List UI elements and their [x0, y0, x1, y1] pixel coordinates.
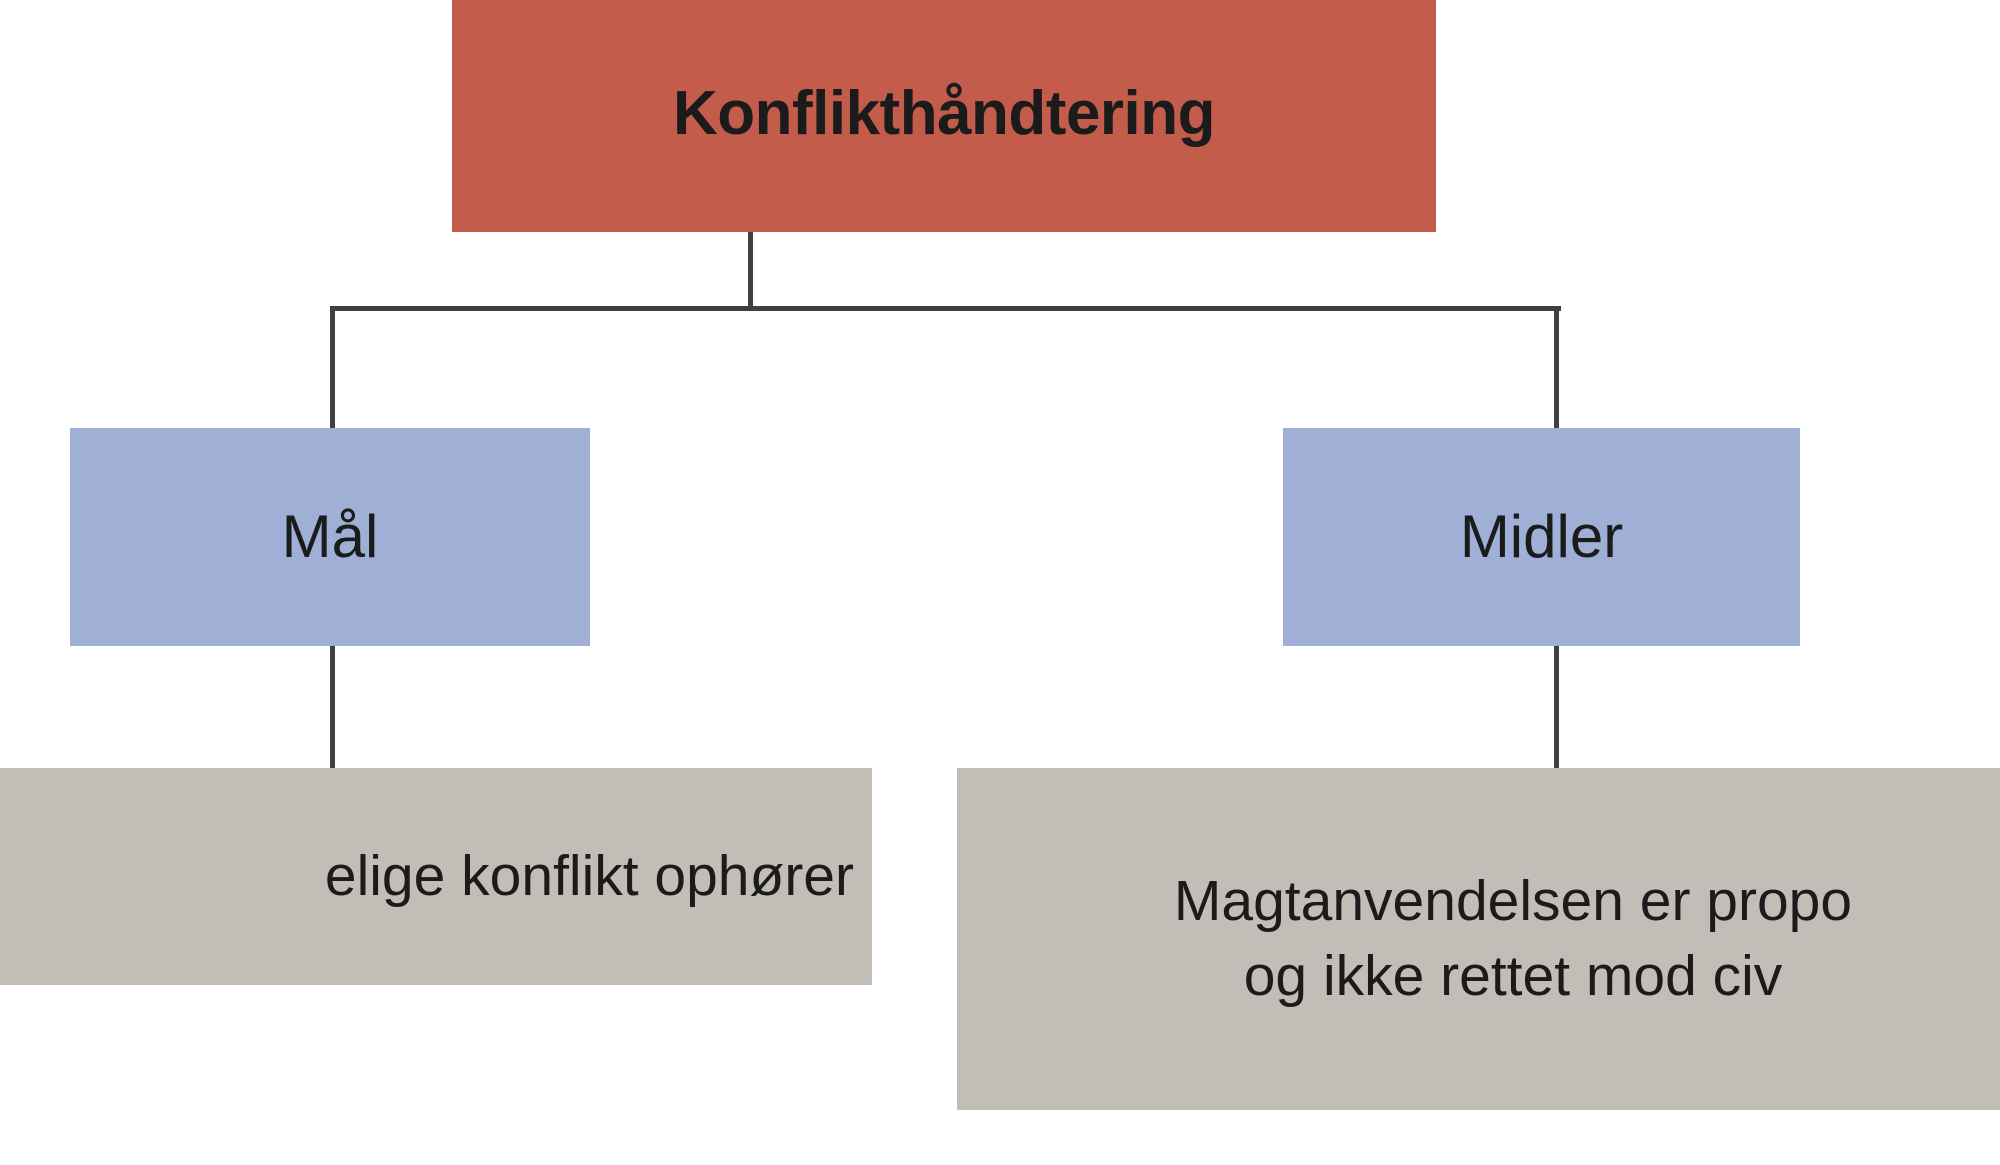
node-root-label: Konflikthåndtering: [672, 79, 1216, 149]
connector-root-stem: [748, 232, 753, 310]
node-root-konflikthaandtering[interactable]: Konflikthåndtering: [452, 0, 1436, 232]
connector-horizontal-bus: [330, 306, 1561, 311]
connector-means-to-detail: [1554, 645, 1559, 770]
node-detail-maal-label: elige konflikt ophører: [324, 843, 854, 908]
node-branch-midler[interactable]: Midler: [1283, 428, 1800, 646]
node-detail-maal[interactable]: elige konflikt ophører: [0, 768, 872, 985]
connector-bus-to-means: [1554, 306, 1559, 430]
node-detail-midler[interactable]: Magtanvendelsen er propo og ikke rettet …: [957, 768, 2000, 1110]
node-detail-midler-label: Magtanvendelsen er propo og ikke rettet …: [1173, 868, 1853, 1008]
connector-goal-to-detail: [330, 645, 335, 770]
node-branch-maal-label: Mål: [281, 502, 379, 570]
node-branch-maal[interactable]: Mål: [70, 428, 590, 646]
node-branch-midler-label: Midler: [1459, 502, 1624, 570]
connector-bus-to-goal: [330, 306, 335, 430]
